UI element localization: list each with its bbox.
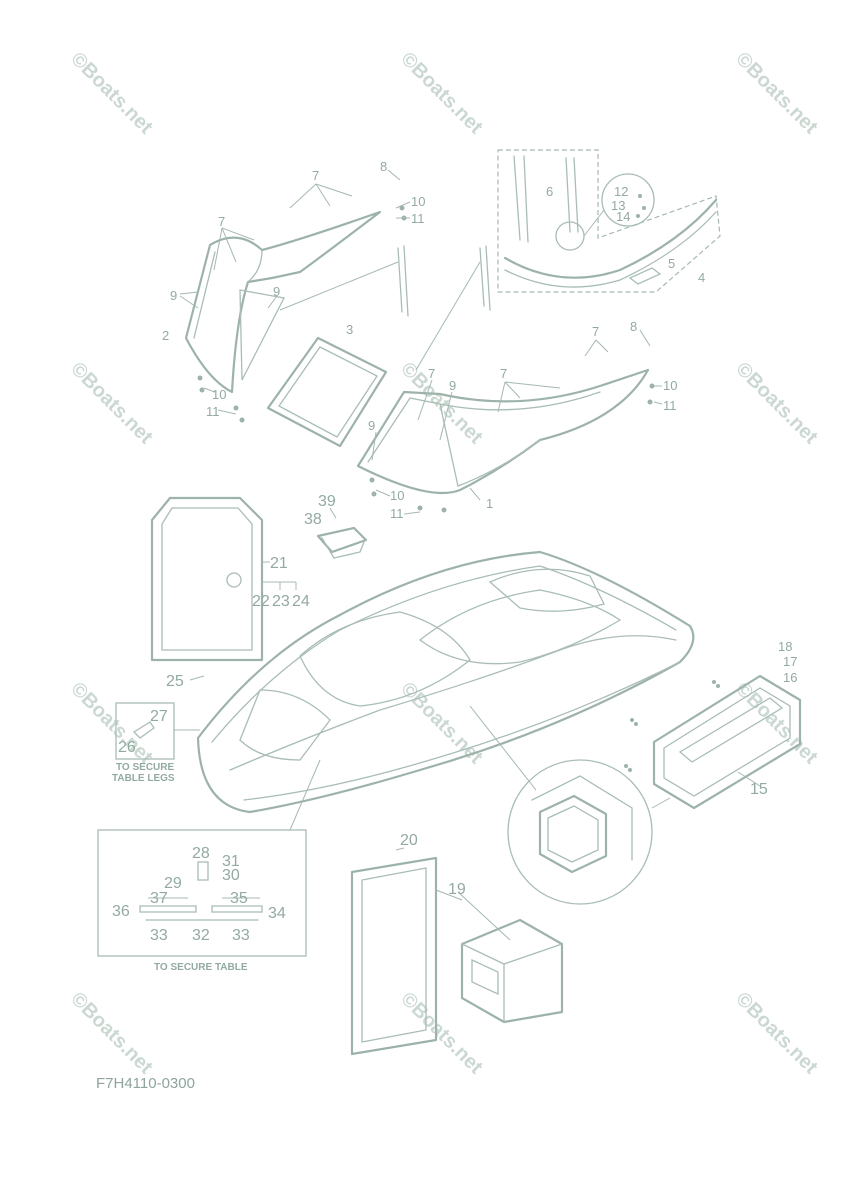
callout-36: 36 [112,903,130,920]
callout-11: 11 [663,398,677,413]
left-windshield [184,210,382,394]
callout-31: 31 [222,853,240,870]
callout-30: 30 [222,867,240,884]
callout-7: 7 [500,366,507,381]
storage-door [350,847,463,1056]
callout-10: 10 [212,387,226,402]
callout-28: 28 [192,845,210,862]
watermark: ©Boats.net [66,48,157,139]
callout-8: 8 [380,159,387,174]
callout-11: 11 [411,211,425,226]
note-table-legs-line1: TO SECURE [116,762,174,773]
callout-11: 11 [390,506,404,521]
cup-holder [316,507,368,559]
callout-9: 9 [273,284,280,299]
callout-8: 8 [630,319,637,334]
fastener-dots [197,194,655,513]
callout-14: 14 [616,209,630,224]
boat-hull [196,550,695,814]
watermark: ©Boats.net [396,48,487,139]
hinge-struts [279,245,491,371]
storage-box [457,891,564,1024]
callout-35: 35 [230,890,248,907]
watermark: ©Boats.net [66,988,157,1079]
callout-9: 9 [170,288,177,303]
callout-16: 16 [783,670,797,685]
hatch-cover [150,496,297,681]
watermark: ©Boats.net [731,48,822,139]
callout-5: 5 [668,256,675,271]
callout-25: 25 [166,673,184,690]
callout-19: 19 [448,881,466,898]
callout-4: 4 [698,270,705,285]
watermark-layer: ©Boats.net ©Boats.net ©Boats.net ©Boats.… [66,48,822,1079]
callout-32: 32 [192,927,210,944]
vent-assembly [624,674,802,810]
callout-38: 38 [304,511,322,528]
callout-2: 2 [162,328,169,343]
callout-9: 9 [368,418,375,433]
note-table: TO SECURE TABLE [154,962,248,973]
callout-33: 33 [232,927,250,944]
callout-6: 6 [546,184,553,199]
note-table-legs-line2: TABLE LEGS [112,773,175,784]
callout-34: 34 [268,905,286,922]
callout-33: 33 [150,927,168,944]
callout-18: 18 [778,639,792,654]
callout-10: 10 [663,378,677,393]
callout-7: 7 [592,324,599,339]
callout-7: 7 [428,366,435,381]
callout-21: 21 [270,555,288,572]
callout-7: 7 [218,214,225,229]
callout-13: 13 [611,198,625,213]
watermark: ©Boats.net [731,988,822,1079]
callout-12: 12 [614,184,628,199]
callout-15: 15 [750,781,768,798]
callout-9: 9 [449,378,456,393]
watermark: ©Boats.net [396,678,487,769]
callout-10: 10 [411,194,425,209]
callout-37: 37 [150,890,168,907]
callout-20: 20 [400,832,418,849]
notes: TO SECURE TABLE LEGS TO SECURE TABLE [112,762,248,973]
callout-3: 3 [346,322,353,337]
leader-lines-top [179,169,663,515]
callout-24: 24 [292,593,310,610]
watermark: ©Boats.net [66,358,157,449]
callout-39: 39 [318,493,336,510]
callout-22: 22 [252,593,270,610]
callout-labels: 1 2 3 4 5 6 7 7 7 7 7 8 8 9 9 9 9 10 10 … [112,159,797,944]
callout-7: 7 [312,168,319,183]
watermark: ©Boats.net [66,678,157,769]
table-inset [97,759,321,957]
trim-detail-inset [497,149,721,293]
callout-11: 11 [206,404,220,419]
callout-17: 17 [783,654,797,669]
window-pane [266,336,388,448]
callout-29: 29 [164,875,182,892]
watermark: ©Boats.net [731,358,822,449]
callout-1: 1 [486,496,493,511]
watermark: ©Boats.net [731,678,822,769]
watermark: ©Boats.net [396,358,487,449]
callout-23: 23 [272,593,290,610]
callout-27: 27 [150,708,168,725]
table-legs-inset [115,702,200,760]
callout-26: 26 [118,739,136,756]
callout-10: 10 [390,488,404,503]
magnified-detail [469,705,671,905]
part-code: F7H4110-0300 [96,1075,195,1092]
